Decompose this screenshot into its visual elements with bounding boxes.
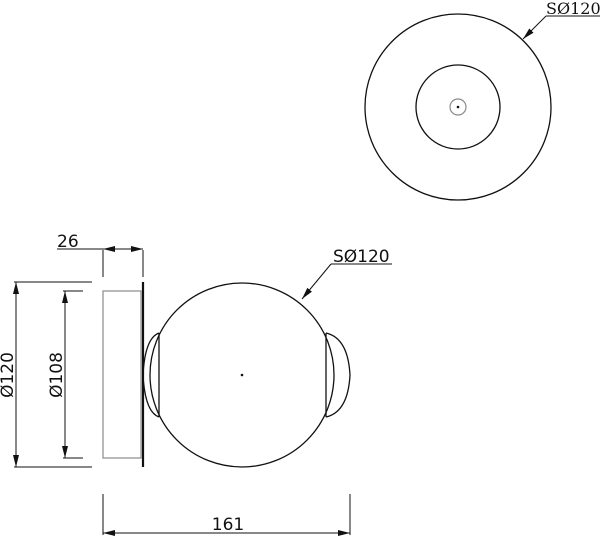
sphere-dimension: SØ120 (333, 247, 390, 267)
outer-circle (364, 13, 552, 201)
right-cap (325, 332, 351, 418)
base-box (102, 290, 142, 459)
sphere-center (240, 373, 244, 377)
sphere (149, 282, 335, 468)
inner-diameter-dimension: Ø108 (47, 352, 67, 398)
top-leader (522, 15, 547, 40)
outer-diameter-dimension: Ø120 (0, 352, 18, 398)
top-view: SØ120 (364, 0, 600, 201)
inner-circle (415, 64, 501, 150)
top-sphere-label: SØ120 (546, 0, 600, 18)
side-view: 26 Ø120 Ø108 161 SØ120 (0, 232, 392, 536)
width-dimension: 161 (212, 515, 244, 535)
left-cap (142, 332, 160, 418)
depth-dimension: 26 (57, 232, 79, 252)
center-point (456, 105, 460, 109)
center-circle (449, 98, 467, 116)
